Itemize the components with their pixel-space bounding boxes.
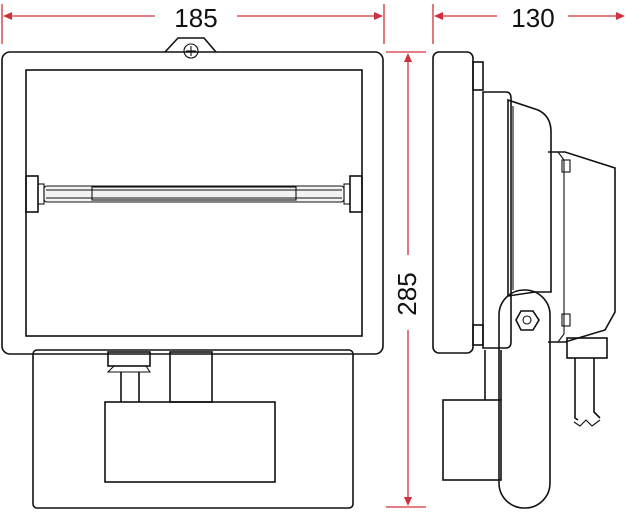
front-top-tab — [164, 37, 217, 53]
dimension-width: 185 — [1, 3, 385, 44]
dimension-height-label: 285 — [392, 272, 422, 315]
side-rear-gland — [566, 337, 608, 359]
side-housing-front — [432, 51, 474, 354]
crosshead-screw-icon — [183, 43, 199, 59]
side-rear-cover — [548, 151, 616, 343]
side-middle-body — [507, 98, 552, 297]
side-cable — [573, 358, 601, 427]
front-lamp-holder-left — [25, 175, 45, 213]
side-view — [432, 51, 616, 509]
side-pivot-arm — [498, 289, 551, 509]
dimension-height: 285 — [386, 51, 426, 508]
front-wall-bracket — [32, 349, 354, 509]
front-lamp-holder-right — [343, 175, 363, 213]
side-stand — [442, 399, 502, 481]
front-cable-gland — [107, 351, 151, 367]
front-view — [1, 37, 384, 509]
hex-bolt-icon — [515, 310, 540, 331]
front-housing — [1, 51, 384, 355]
front-glass-frame — [25, 69, 363, 337]
dimension-depth: 130 — [432, 3, 625, 44]
front-junction-box — [104, 401, 276, 483]
dimension-depth-label: 130 — [511, 3, 554, 33]
front-mount-arm — [169, 351, 213, 403]
front-halogen-tube — [43, 185, 345, 203]
dimension-width-label: 185 — [174, 3, 217, 33]
